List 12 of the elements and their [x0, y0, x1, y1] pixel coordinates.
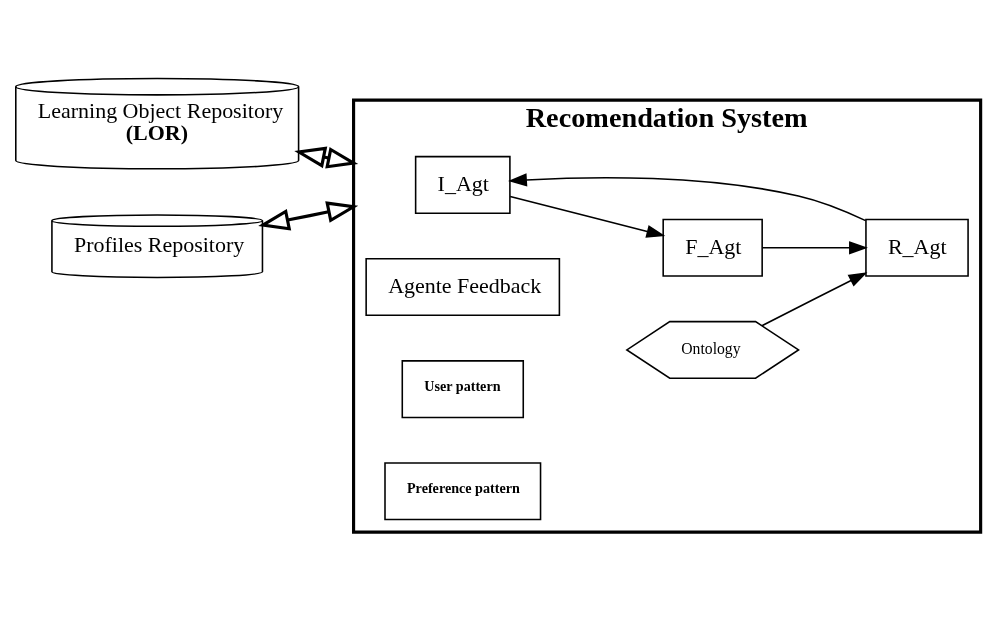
node-box: F_Agt — [661, 218, 763, 277]
node-box: R_Agt — [864, 218, 969, 277]
arrow — [760, 271, 867, 326]
node-box: User pattern — [401, 359, 524, 418]
arrow — [257, 200, 358, 231]
arrow — [507, 172, 866, 221]
node-box: Preference pattern — [383, 461, 541, 520]
arrow — [293, 146, 358, 169]
arrow — [761, 240, 868, 254]
node-box: Agente Feedback — [364, 257, 560, 316]
node-box: I_Agt — [414, 155, 511, 214]
arrow — [508, 195, 665, 238]
